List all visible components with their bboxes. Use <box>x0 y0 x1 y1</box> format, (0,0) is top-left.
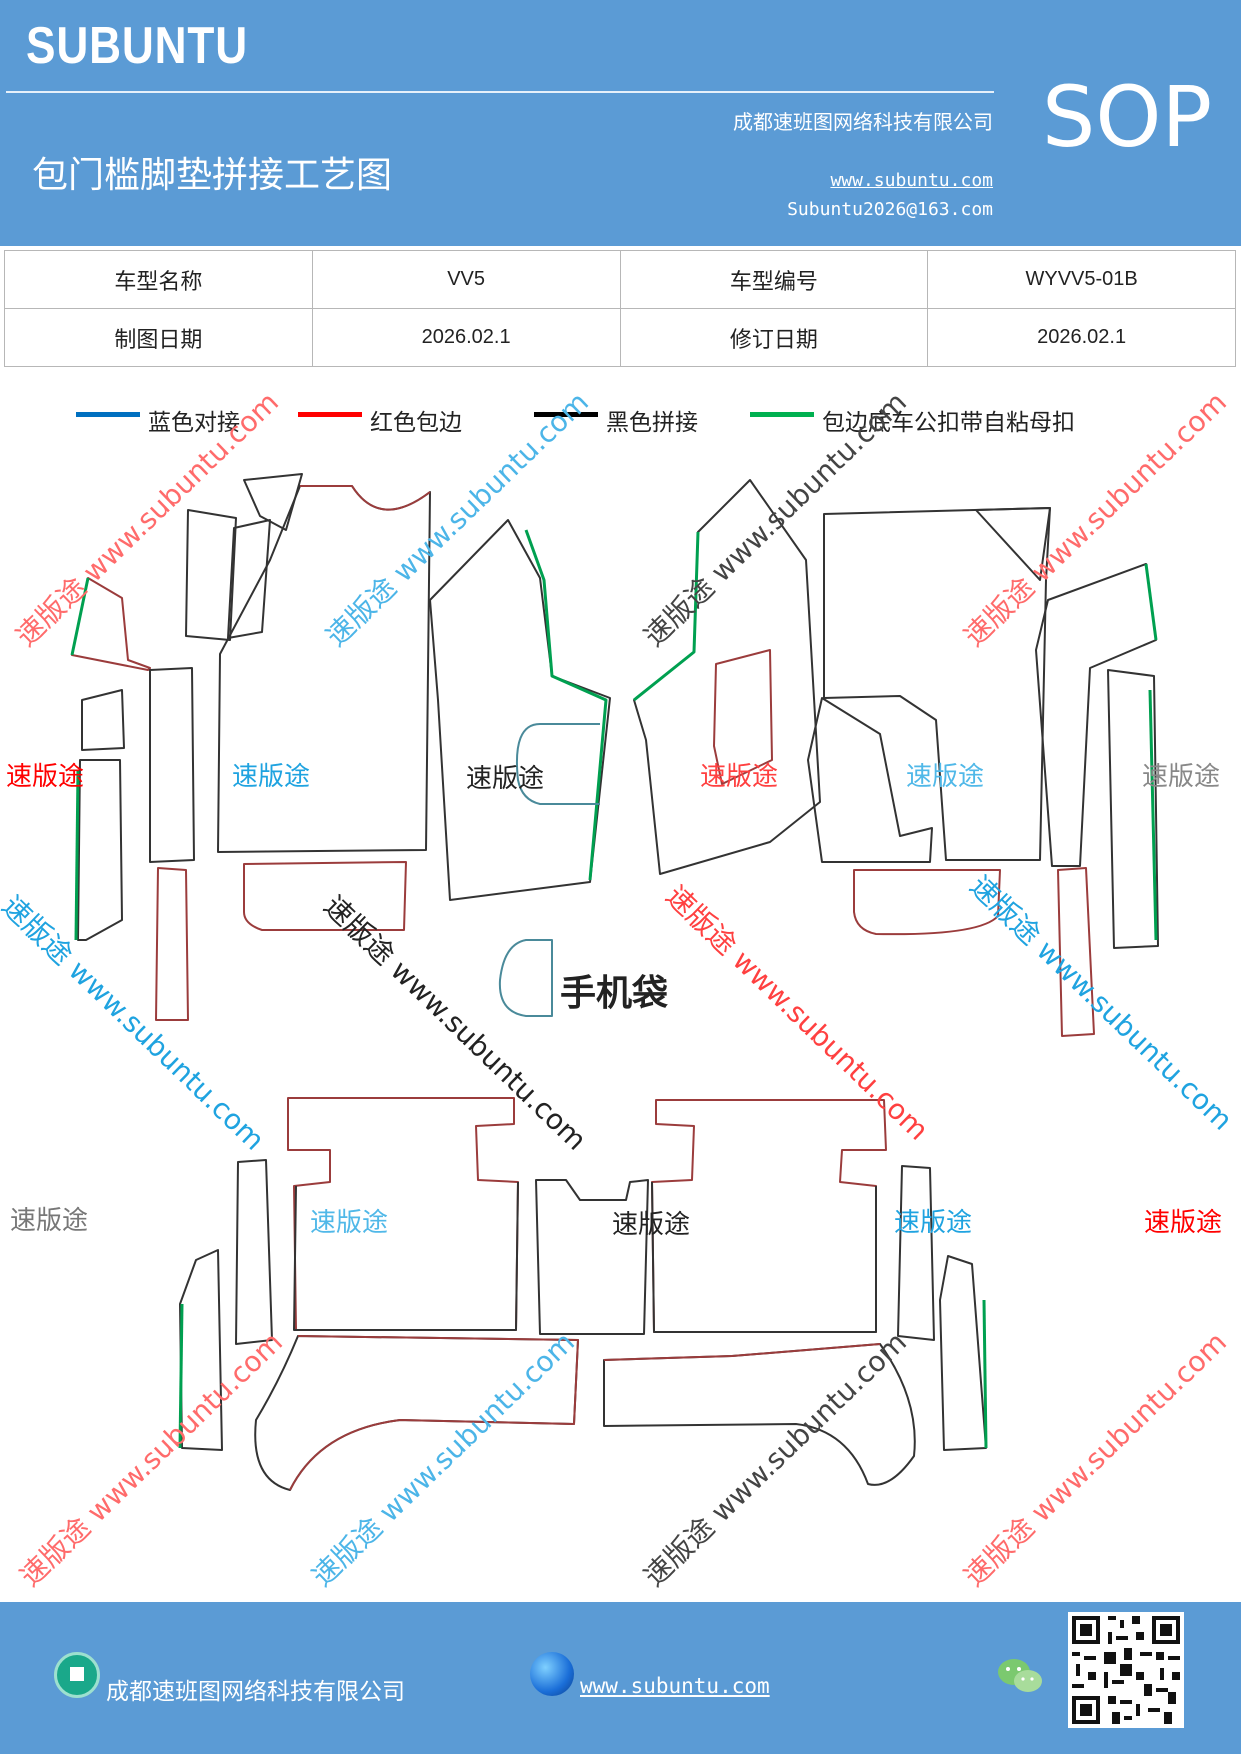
pattern-piece <box>235 1159 273 1345</box>
pattern-piece <box>1107 669 1159 949</box>
pattern-piece <box>939 1255 987 1451</box>
footer-website-link[interactable]: www.subuntu.com <box>580 1674 770 1698</box>
pattern-piece <box>185 509 237 641</box>
watermark-text: 速版途 <box>906 762 985 792</box>
pattern-piece <box>227 519 271 639</box>
pattern-piece <box>633 531 700 702</box>
mat-pattern-diagram <box>70 473 1159 1491</box>
pattern-piece <box>713 649 773 785</box>
watermark-text: 速版途 <box>466 764 545 794</box>
pattern-piece <box>293 1181 519 1331</box>
home-icon <box>54 1652 100 1698</box>
pattern-piece <box>81 689 125 751</box>
pattern-piece <box>603 1343 916 1486</box>
watermark-text: 速版途 <box>1144 1208 1223 1238</box>
qr-code <box>1068 1612 1184 1728</box>
pattern-piece <box>823 507 1051 861</box>
draw-date-value: 2026.02.1 <box>311 308 621 367</box>
watermark-text: 速版途 <box>700 762 779 792</box>
brand-logo: SUBUNTU <box>26 17 249 75</box>
pattern-piece <box>243 473 303 531</box>
legend-label: 红色包边 <box>370 410 462 436</box>
header-company: 成都速班图网络科技有限公司 <box>733 110 993 134</box>
page-header: SUBUNTU 成都速班图网络科技有限公司 包门槛脚垫拼接工艺图 www.sub… <box>0 0 1241 246</box>
pattern-piece <box>289 1335 579 1491</box>
legend-label: 蓝色对接 <box>148 410 240 436</box>
pattern-piece <box>1057 867 1095 1037</box>
pattern-piece <box>975 507 1051 581</box>
phone-bag-label: 手机袋 <box>560 973 669 1014</box>
header-email: Subuntu2026@163.com <box>787 199 993 220</box>
pattern-piece <box>1144 563 1158 641</box>
legend-swatch <box>298 412 362 417</box>
pattern-piece <box>853 869 1001 936</box>
pattern-piece <box>1148 689 1158 941</box>
watermark-text: 速版途 <box>6 762 85 792</box>
watermark-text: 速版途 <box>10 1206 89 1236</box>
header-website-link[interactable]: www.subuntu.com <box>830 170 993 191</box>
revision-date-value: 2026.02.1 <box>927 308 1236 367</box>
legend-swatch <box>534 412 598 417</box>
pattern-piece <box>155 867 189 1021</box>
watermark-text: 速版途 <box>894 1208 973 1238</box>
pattern-piece <box>807 697 933 863</box>
page-title: 包门槛脚垫拼接工艺图 <box>32 155 393 196</box>
pattern-piece <box>982 1299 988 1449</box>
pattern-piece <box>243 861 407 931</box>
pattern-piece <box>429 519 611 901</box>
pattern-piece <box>77 759 123 941</box>
legend-label: 包边底车公扣带自粘母扣 <box>822 410 1075 436</box>
doc-type-label: SOP <box>1042 68 1213 166</box>
watermark-text: 速版途 <box>310 1208 389 1238</box>
pattern-piece <box>179 1249 223 1451</box>
wechat-icon[interactable] <box>996 1656 1044 1696</box>
model-code-label: 车型编号 <box>619 250 929 309</box>
pattern-piece <box>300 485 431 511</box>
pattern-piece <box>74 769 80 941</box>
pattern-piece <box>149 667 195 863</box>
model-name-label: 车型名称 <box>4 250 313 309</box>
pattern-piece <box>651 1181 877 1333</box>
globe-icon <box>530 1652 574 1696</box>
footer-company: 成都速班图网络科技有限公司 <box>106 1679 405 1705</box>
pattern-piece <box>70 577 90 656</box>
info-table: 车型名称 VV5 车型编号 WYVV5-01B 制图日期 2026.02.1 修… <box>4 250 1236 367</box>
revision-date-label: 修订日期 <box>619 308 929 367</box>
pattern-piece <box>535 1179 649 1335</box>
table-row: 制图日期 2026.02.1 修订日期 2026.02.1 <box>4 308 1236 367</box>
legend-swatch <box>750 412 814 417</box>
phone-bag-outline <box>516 723 600 805</box>
pattern-piece <box>897 1165 935 1341</box>
pattern-piece <box>217 485 431 853</box>
watermark-text: 速版途 <box>612 1210 691 1240</box>
phone-bag-piece <box>498 939 553 1017</box>
pattern-piece <box>524 529 608 881</box>
model-name-value: VV5 <box>311 250 621 309</box>
watermark-text: 速版途 <box>1142 762 1221 792</box>
pattern-piece <box>1035 563 1157 867</box>
page-footer: 成都速班图网络科技有限公司 www.subuntu.com <box>0 1602 1241 1754</box>
pattern-piece <box>603 1343 881 1361</box>
header-divider <box>6 91 994 93</box>
watermark-text: 速版途 <box>232 762 311 792</box>
pattern-piece <box>178 1303 184 1449</box>
legend-swatch <box>76 412 140 417</box>
table-row: 车型名称 VV5 车型编号 WYVV5-01B <box>4 250 1236 309</box>
legend-label: 黑色拼接 <box>606 410 698 436</box>
model-code-value: WYVV5-01B <box>927 250 1236 309</box>
draw-date-label: 制图日期 <box>4 308 313 367</box>
